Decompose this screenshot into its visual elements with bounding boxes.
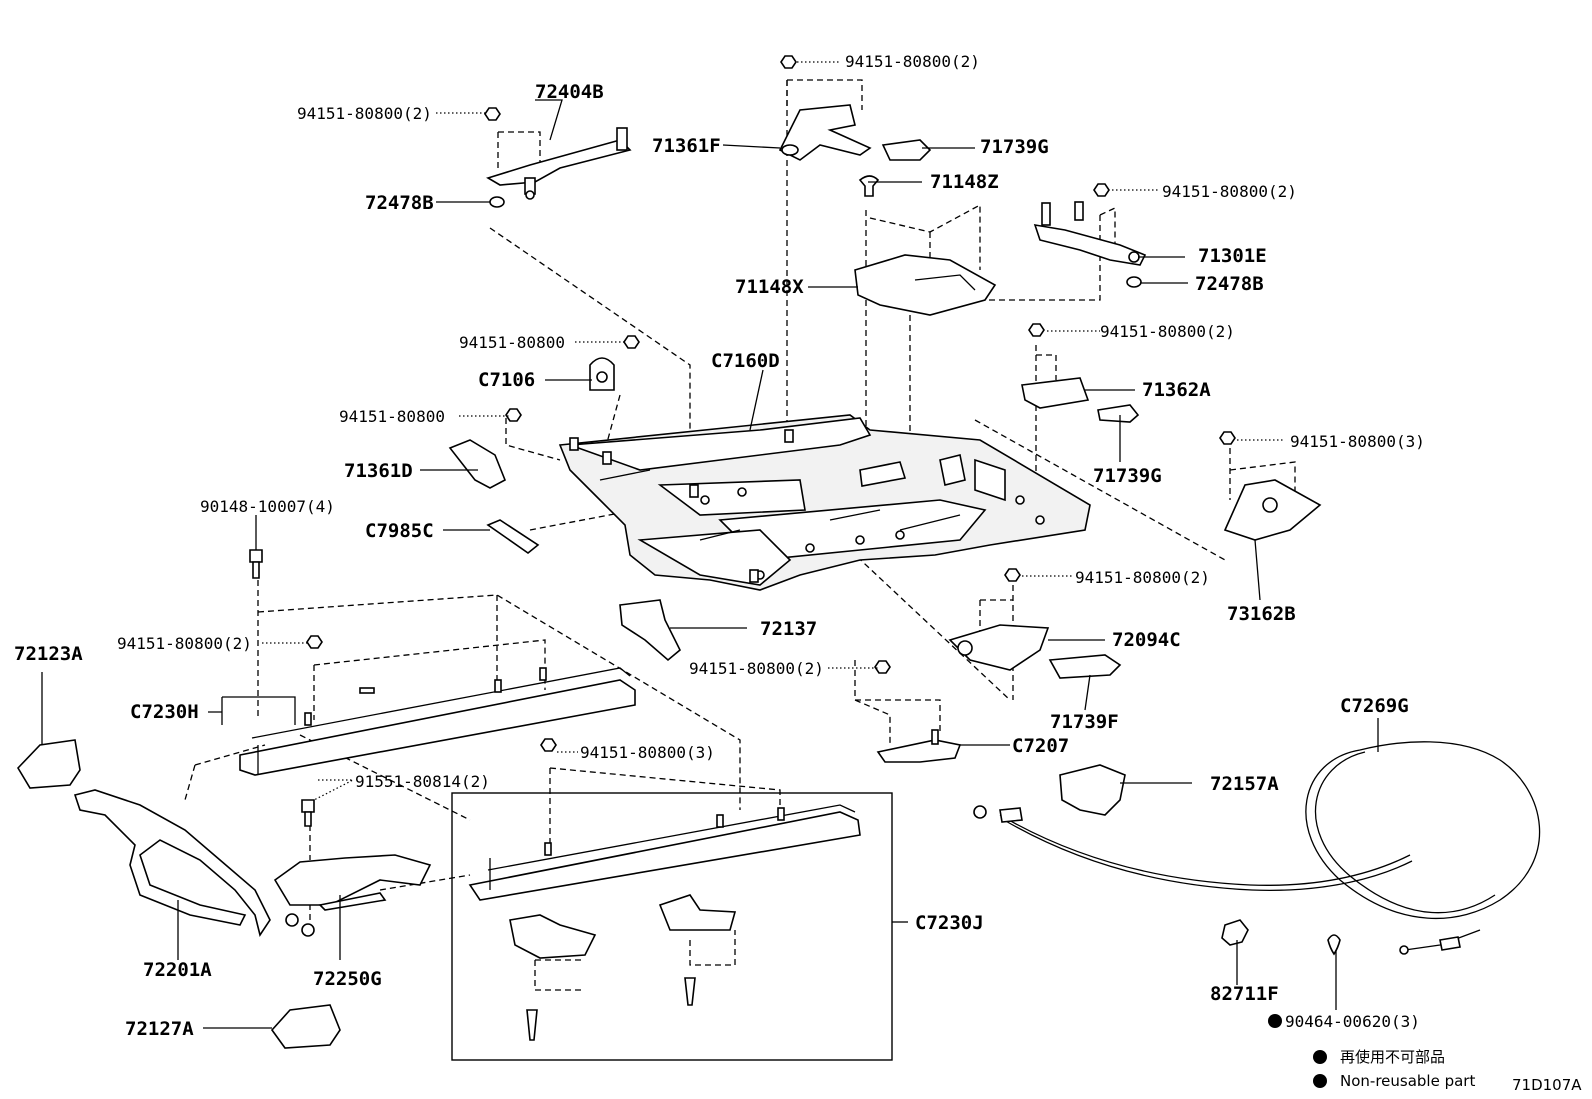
bracket-in-C7230J <box>509 894 737 1041</box>
label-94151-80800-a: 94151-80800(2) <box>297 104 432 123</box>
label-94151-80800-d: 94151-80800 <box>339 407 445 426</box>
label-94151-80800-c: 94151-80800 <box>459 333 565 352</box>
bracket-71361F <box>778 104 872 161</box>
label-71301E: 71301E <box>1198 245 1267 267</box>
label-C7269G: C7269G <box>1340 695 1409 717</box>
label-71739G-mid: 71739G <box>1093 465 1162 487</box>
part-72157A <box>1059 764 1126 816</box>
non-reusable-marker <box>1268 1014 1282 1028</box>
bolt-90148 <box>249 549 263 579</box>
label-90464-00620: 90464-00620(3) <box>1285 1012 1420 1031</box>
label-71739F: 71739F <box>1050 711 1119 733</box>
label-72201A: 72201A <box>143 959 212 981</box>
seat-frame <box>558 414 1091 591</box>
legend-bullet-en <box>1313 1074 1327 1088</box>
label-90148-10007: 90148-10007(4) <box>200 497 335 516</box>
clip-71739F <box>1048 654 1122 679</box>
part-C7106 <box>589 357 615 391</box>
label-94151-80800-r1: 94151-80800(2) <box>1162 182 1297 201</box>
label-C7985C: C7985C <box>365 520 434 542</box>
clip-90464 <box>1327 934 1341 956</box>
label-C7230H: C7230H <box>130 701 199 723</box>
label-71739G-top: 71739G <box>980 136 1049 158</box>
nut-icons <box>306 55 1236 752</box>
part-72137 <box>619 599 681 662</box>
label-71361D: 71361D <box>344 460 413 482</box>
clip-71148Z <box>858 175 880 197</box>
bracket-71362A <box>1021 377 1090 409</box>
legend: 再使用不可部品 Non-reusable part 71D107A <box>1313 1048 1582 1094</box>
rail-C7230H <box>239 667 636 776</box>
diagram-code: 71D107A <box>1512 1076 1582 1094</box>
leader-lines <box>41 61 1379 1029</box>
label-72137: 72137 <box>760 618 817 640</box>
part-72250G <box>273 854 432 937</box>
label-94151-80800-r2: 94151-80800(2) <box>1100 322 1235 341</box>
bracket-72094C <box>948 624 1050 671</box>
box-C7230J <box>451 792 893 1061</box>
label-94151-80800-r3: 94151-80800(3) <box>1290 432 1425 451</box>
label-72157A: 72157A <box>1210 773 1279 795</box>
label-94151-80800-top: 94151-80800(2) <box>845 52 980 71</box>
label-72094C: 72094C <box>1112 629 1181 651</box>
clip-71739G-mid <box>1097 404 1140 423</box>
bracket-72404B <box>486 127 632 200</box>
cable-C7269G <box>973 741 1541 955</box>
bracket-73162B <box>1223 479 1322 541</box>
legend-en-text: Non-reusable part <box>1340 1072 1475 1090</box>
label-71362A: 71362A <box>1142 379 1211 401</box>
legend-bullet-jp <box>1313 1050 1327 1064</box>
label-72127A: 72127A <box>125 1018 194 1040</box>
label-94151-80800-r4: 94151-80800(2) <box>1075 568 1210 587</box>
label-71148Z: 71148Z <box>930 171 999 193</box>
legend-jp-text: 再使用不可部品 <box>1340 1048 1445 1066</box>
cover-71148X <box>854 254 997 316</box>
label-72478B-a: 72478B <box>365 192 434 214</box>
label-94151-80800-g: 94151-80800(3) <box>580 743 715 762</box>
label-72123A: 72123A <box>14 643 83 665</box>
label-C7230J: C7230J <box>915 912 984 934</box>
label-91551-80814: 91551-80814(2) <box>355 772 490 791</box>
part-C7207 <box>876 729 962 763</box>
bar-72201A <box>73 789 271 937</box>
label-94151-80800-e: 94151-80800(2) <box>117 634 252 653</box>
label-73162B: 73162B <box>1227 603 1296 625</box>
label-72250G: 72250G <box>313 968 382 990</box>
clip-71739G-top <box>881 139 932 161</box>
part-labels: 72404B 94151-80800(2) 72478B 94151-80800… <box>14 52 1425 1040</box>
rail-C7230J <box>468 804 861 901</box>
part-72127A <box>270 1004 341 1049</box>
bolt-91551 <box>301 799 315 827</box>
label-C7207: C7207 <box>1012 735 1069 757</box>
clamp-82711F <box>1221 919 1249 946</box>
label-C7160D: C7160D <box>711 350 780 372</box>
label-71148X: 71148X <box>735 276 804 298</box>
label-72478B-b: 72478B <box>1195 273 1264 295</box>
label-82711F: 82711F <box>1210 983 1279 1005</box>
label-C7106: C7106 <box>478 369 535 391</box>
bracket-71301E <box>1033 201 1147 266</box>
label-71361F: 71361F <box>652 135 721 157</box>
label-94151-80800-f: 94151-80800(2) <box>689 659 824 678</box>
part-C7985C <box>486 519 540 554</box>
label-72404B: 72404B <box>535 81 604 103</box>
part-72123A <box>16 739 81 789</box>
bracket-71361D <box>448 439 507 489</box>
